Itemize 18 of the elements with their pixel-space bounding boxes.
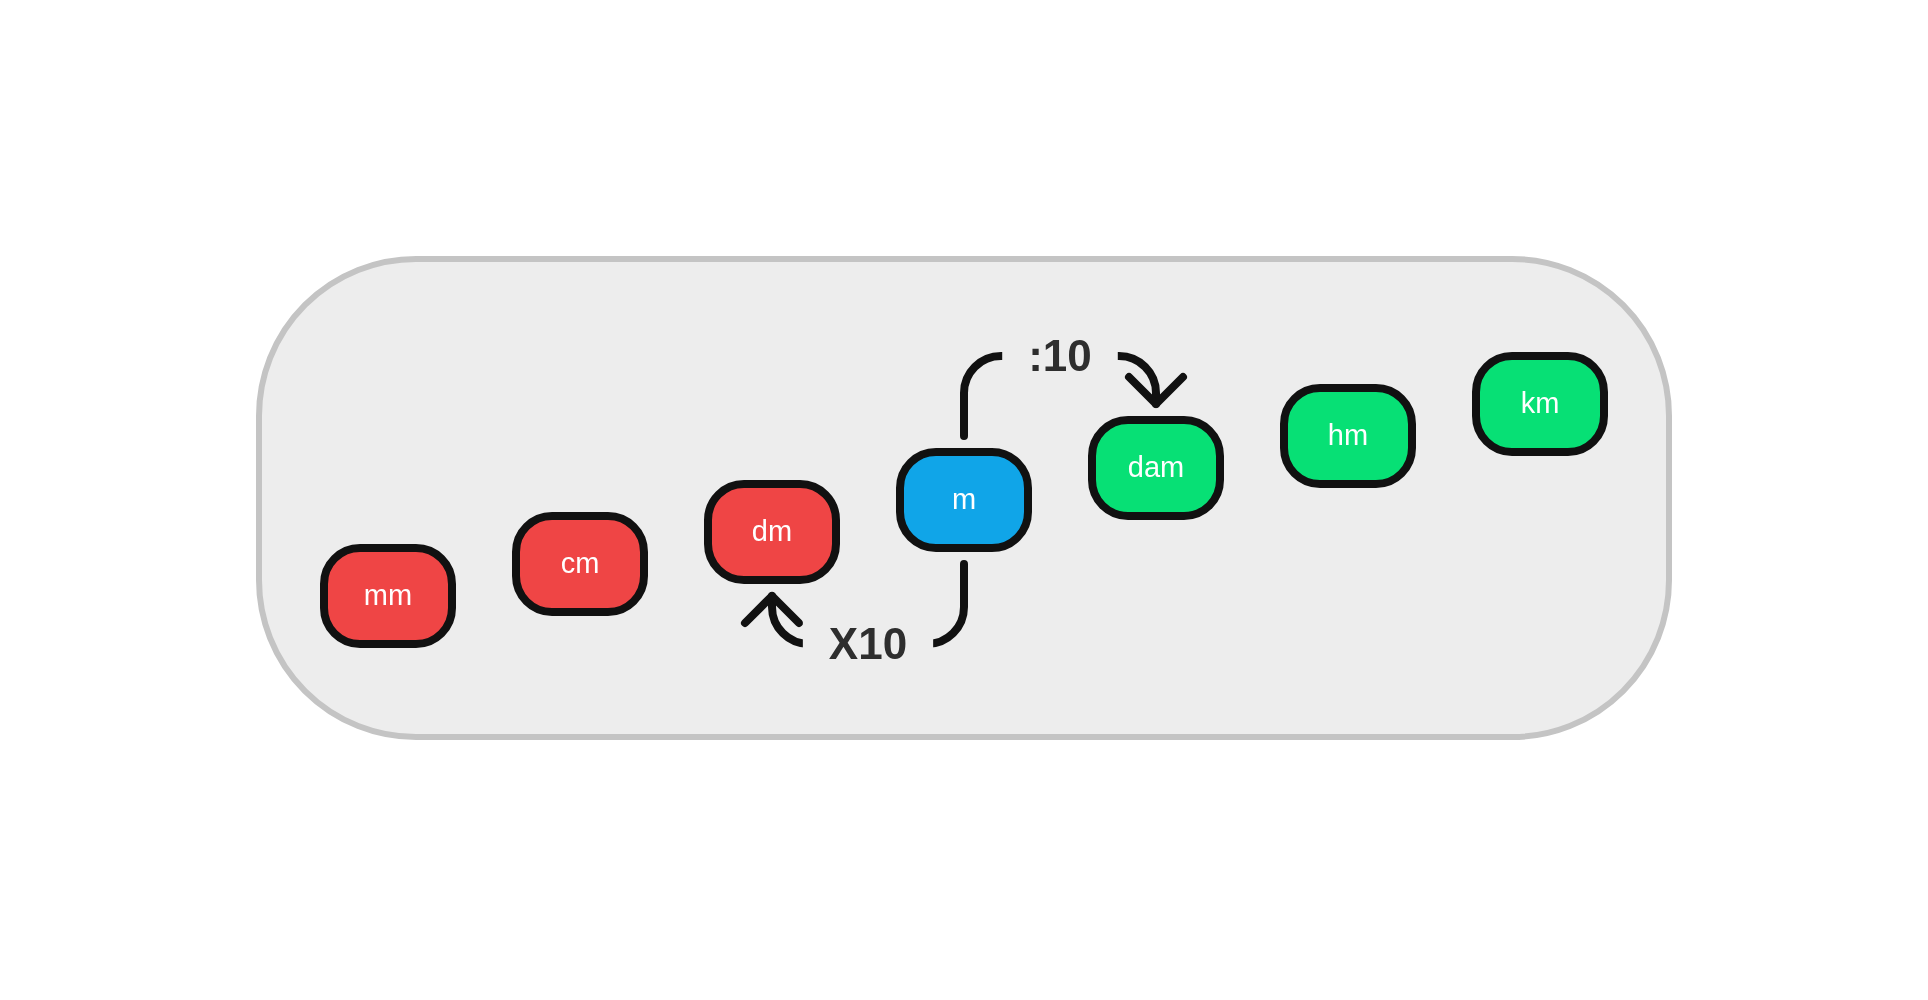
arrow	[960, 352, 1187, 440]
unit-label: m	[951, 484, 977, 516]
edge-label: :10	[1028, 334, 1092, 378]
unit-box	[896, 448, 1032, 552]
unit-box	[1472, 352, 1608, 456]
unit-label: dm	[751, 516, 793, 548]
unit-box	[1088, 416, 1224, 520]
unit-box	[704, 480, 840, 584]
unit-box	[1280, 384, 1416, 488]
unit-label: cm	[560, 548, 600, 580]
unit-label: hm	[1327, 420, 1369, 452]
unit-box	[320, 544, 456, 648]
unit-label: mm	[363, 580, 413, 612]
unit-label: dam	[1127, 452, 1185, 484]
arrow	[741, 560, 968, 648]
unit-label: km	[1520, 388, 1560, 420]
edge-label: X10	[828, 622, 908, 666]
unit-box	[512, 512, 648, 616]
